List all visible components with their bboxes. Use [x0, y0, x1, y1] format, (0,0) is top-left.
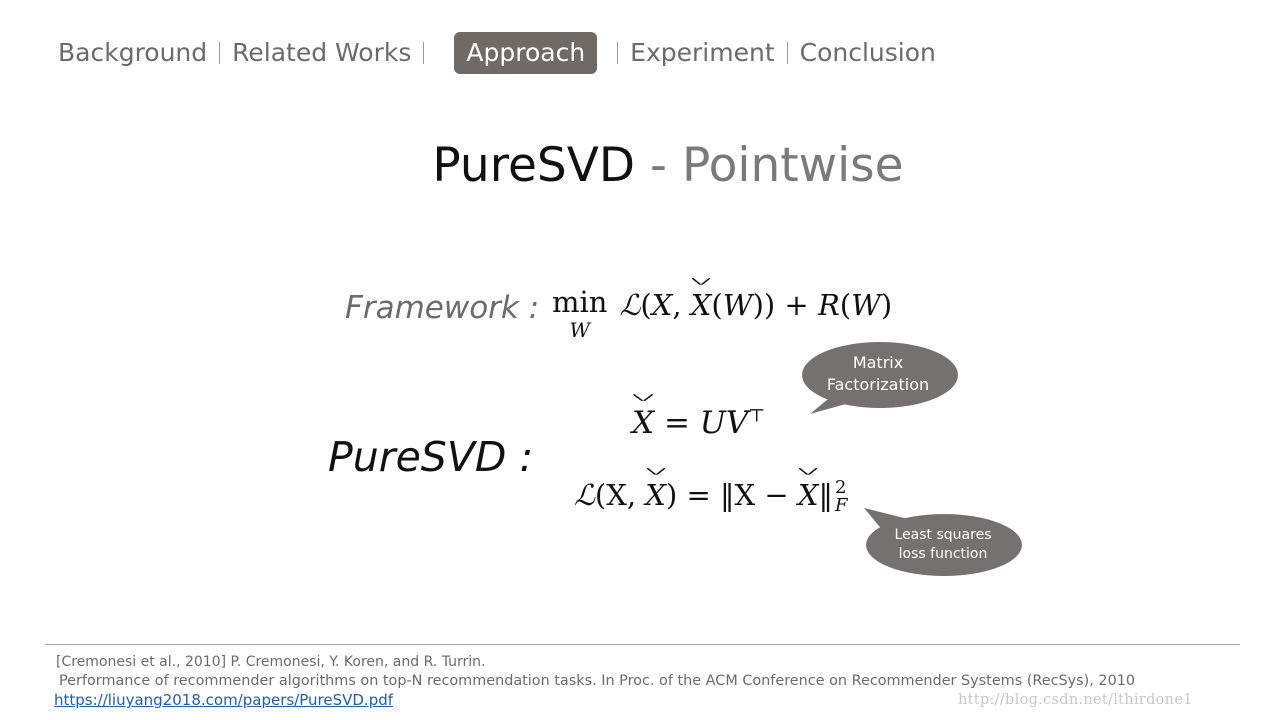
nav-separator — [786, 42, 788, 64]
loss-x-hat: X — [645, 478, 666, 512]
loss-open: (X, — [594, 478, 646, 512]
footer-divider — [45, 644, 1240, 645]
framework-equation: min W ℒ(X, X(W)) + R(W) — [552, 285, 893, 342]
bubble-text: Least squares loss function — [862, 526, 1024, 564]
loss-symbol: ℒ — [619, 288, 641, 322]
factorization-equation: X = UV⊤ — [632, 405, 765, 441]
nav-item-background[interactable]: Background — [58, 38, 208, 67]
nav-item-experiment[interactable]: Experiment — [630, 38, 775, 67]
loss-mid: ) = ‖X − — [665, 478, 798, 512]
reference-link[interactable]: https://liuyang2018.com/papers/PureSVD.p… — [54, 691, 394, 709]
slide-title: PureSVD - Pointwise — [0, 138, 1280, 193]
slide-title-sub: Pointwise — [681, 138, 904, 193]
speech-bubble-least-squares: Least squares loss function — [862, 502, 1024, 578]
norm-subscript: F — [835, 495, 848, 516]
min-operator: min W — [552, 285, 608, 342]
watermark-text: http://blog.csdn.net/lthirdone1 — [958, 692, 1193, 708]
min-text: min — [552, 285, 608, 319]
nav-separator — [617, 42, 619, 64]
bubble-text-line: Least squares — [894, 527, 992, 543]
loss-close: ‖ — [818, 478, 834, 512]
bubble-text-line: loss function — [898, 546, 988, 562]
bubble-text: Matrix Factorization — [798, 352, 958, 396]
section-nav: Background Related Works Approach Experi… — [58, 32, 936, 74]
reference-title: Performance of recommender algorithms on… — [59, 673, 1136, 689]
x-hat: X — [632, 405, 655, 441]
bubble-shape — [864, 508, 1022, 576]
nav-item-related-works[interactable]: Related Works — [232, 38, 412, 67]
speech-bubble-matrix-factorization: Matrix Factorization — [798, 342, 958, 416]
nav-separator — [219, 42, 221, 64]
bubble-shape — [802, 342, 958, 414]
framework-expression: (X, X(W)) + R(W) — [640, 288, 893, 322]
loss-symbol-2: ℒ — [574, 478, 595, 512]
bubble-text-line: Matrix — [852, 353, 904, 372]
nav-separator — [423, 42, 425, 64]
min-subscript: W — [569, 318, 590, 342]
slide-title-dash: - — [650, 138, 668, 193]
loss-x-hat-2: X — [797, 478, 819, 512]
transpose-symbol: ⊤ — [748, 405, 766, 427]
nav-item-conclusion[interactable]: Conclusion — [799, 38, 936, 67]
puresvd-label: PureSVD : — [328, 433, 534, 481]
framework-label: Framework : — [345, 290, 540, 326]
norm-power: 2 — [835, 477, 847, 498]
slide-title-main: PureSVD — [432, 138, 636, 193]
bubble-text-line: Factorization — [826, 375, 930, 394]
factorization-rhs: = UV — [663, 405, 749, 441]
nav-item-approach[interactable]: Approach — [454, 32, 598, 74]
reference-citation: [Cremonesi et al., 2010] P. Cremonesi, Y… — [56, 654, 486, 670]
